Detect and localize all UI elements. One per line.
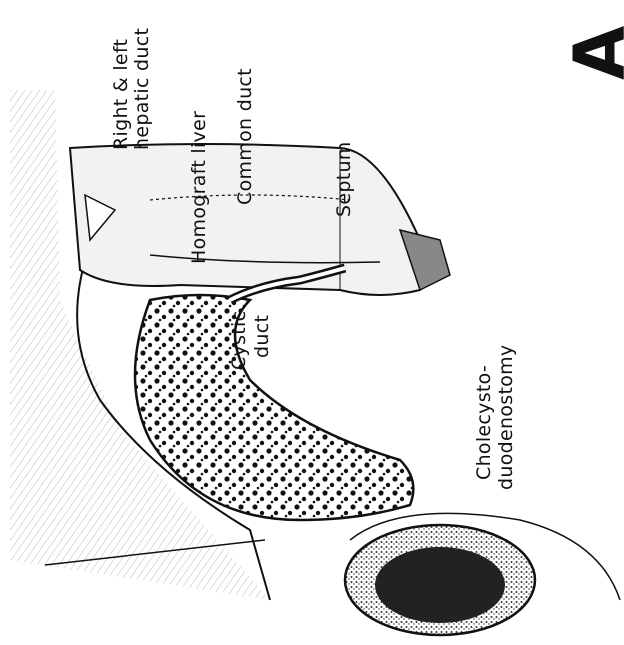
duodenum-shape	[345, 513, 620, 635]
label-right-left-hepatic-duct: Right & left hepatic duct	[110, 28, 153, 150]
svg-text:hepatic duct: hepatic duct	[131, 28, 153, 150]
svg-text:Cholecysto-: Cholecysto-	[473, 365, 495, 480]
label-cholecysto-duodenostomy: Cholecysto- duodenostomy	[473, 345, 517, 490]
svg-text:Common duct: Common duct	[234, 68, 256, 205]
label-cystic-duct: Cystic duct	[228, 311, 273, 370]
svg-text:duodenostomy: duodenostomy	[495, 345, 517, 490]
svg-text:Cystic: Cystic	[228, 311, 250, 370]
label-septum: Septum	[333, 141, 355, 217]
panel-letter: A	[559, 26, 624, 80]
gallbladder-shape	[135, 295, 413, 520]
svg-text:A: A	[559, 26, 624, 80]
label-homograft-liver: Homograft liver	[188, 111, 210, 264]
svg-text:duct: duct	[251, 315, 273, 358]
svg-text:Homograft liver: Homograft liver	[188, 111, 210, 264]
label-common-duct: Common duct	[234, 68, 256, 205]
svg-text:Right & left: Right & left	[110, 39, 132, 150]
svg-text:Septum: Septum	[333, 141, 355, 217]
common-duct-shape	[70, 144, 450, 295]
